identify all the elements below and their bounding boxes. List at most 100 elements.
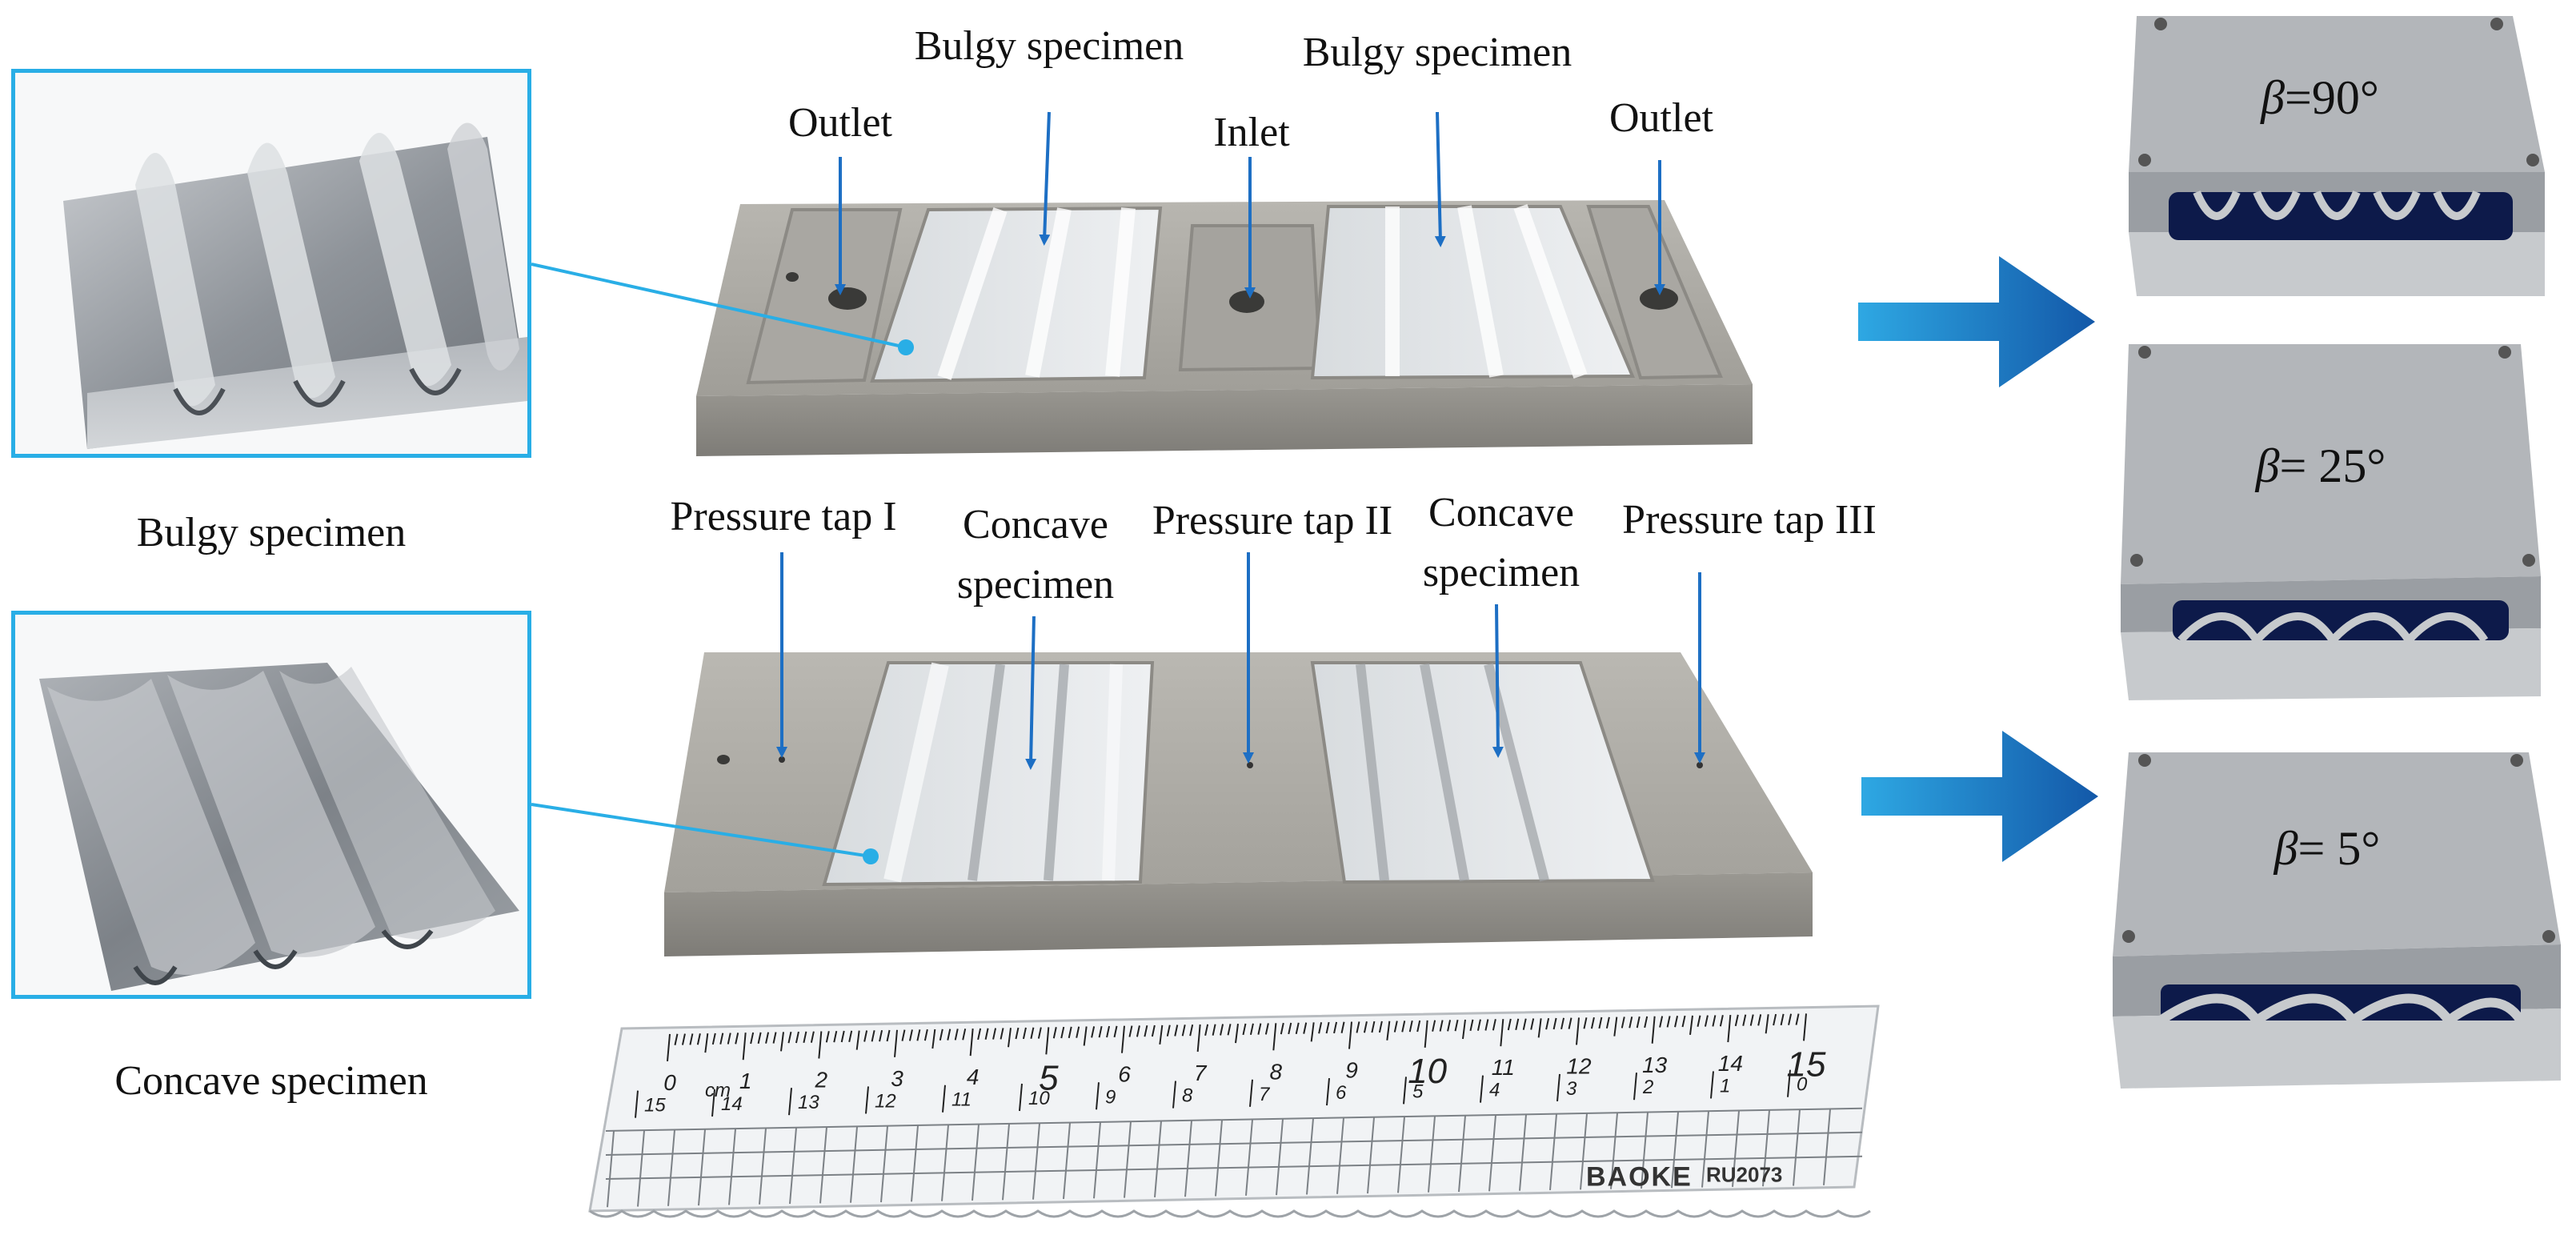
ruler-grid-line [1580,1113,1588,1190]
ruler-number-top: 4 [967,1065,980,1089]
ruler-grid-line [972,1124,980,1201]
ruler-tick-top [757,1032,762,1045]
ruler-grid-line [1367,1117,1375,1194]
ruler-number-bottom: 13 [798,1092,819,1113]
ruler-tick-top [1621,1016,1625,1028]
beta-5-label: β= 5° [2274,824,2381,872]
ruler-number-bottom: 0 [1797,1074,1808,1096]
ruler-tick-top [1356,1021,1360,1033]
ruler-number-bottom: 7 [1259,1084,1271,1105]
ruler-tick-bottom [1172,1081,1176,1109]
ruler-grid-line [1032,1123,1040,1200]
ruler-tick-top [704,1033,709,1053]
ruler-tick-top [1235,1024,1239,1044]
ruler-tick-top [1636,1016,1641,1028]
ruler-number-top: 9 [1345,1058,1358,1083]
ruler-tick-top [1432,1020,1436,1032]
ruler-tick-top [1272,1023,1277,1051]
concave-right-arrow [1492,603,1504,758]
ruler-tick-top [1098,1025,1103,1038]
ruler-grid-line [605,1131,1863,1156]
bulgy-specimen-caption: Bulgy specimen [136,510,407,555]
ruler-tick-top [1212,1024,1216,1036]
ruler-tick-top [1159,1024,1164,1045]
ruler-number-top: 3 [891,1066,903,1091]
ruler-tick-top [1734,1014,1739,1027]
ruler-number-top: 5 [1039,1058,1059,1097]
beta-value: =90° [2285,71,2379,124]
ruler-tick-top [1227,1024,1232,1036]
ruler-grid-line [1488,1115,1496,1192]
ruler-tick-top [840,1030,845,1043]
ruler-number-top: 2 [815,1068,828,1093]
ruler-tick-top [1015,1027,1020,1040]
ruler-number-top: 15 [1787,1045,1826,1084]
bulgy-specimen-photo [63,122,527,449]
ruler-grid-line [1701,1111,1709,1188]
ruler-tick-top [1045,1027,1050,1055]
ruler-grid-line [728,1129,736,1205]
outlet-right-label: Outlet [1609,95,1713,141]
ruler-tick-bottom [1019,1083,1023,1112]
ruler-tick-top [908,1029,913,1041]
ruler-tick-top [879,1029,883,1042]
ruler-tick-top [1325,1021,1330,1034]
ruler-grid-line [819,1127,827,1204]
ruler-tick-top [1121,1025,1125,1053]
ruler-tick-top [931,1028,936,1049]
ruler-tick-top [1128,1025,1133,1037]
ruler-grid-line [911,1125,919,1202]
ruler-grid-line [1063,1122,1071,1200]
ruler-tick-top [1560,1017,1565,1030]
ruler-tick-top [1242,1023,1247,1036]
ruler-tick-top [1401,1020,1406,1033]
ruler-tick-top [1500,1019,1504,1047]
ruler-tick-top [1719,1015,1724,1027]
ruler-tick-bottom [1480,1075,1484,1103]
ruler-grid-line [605,1107,1863,1132]
ruler-tick-bottom [1633,1073,1637,1101]
ruler-number-top: 8 [1270,1059,1283,1084]
ruler-tick-top [1424,1020,1428,1048]
ruler-tick-top [1416,1020,1421,1033]
bulgy-specimen-inset [11,69,531,458]
ruler-tick-top [984,1028,989,1040]
ruler-tick-top [1318,1022,1323,1034]
ruler-tick-top [1204,1024,1209,1037]
ruler-tick-top [1076,1026,1080,1038]
ruler-grid-line [605,1155,1863,1180]
ruler-tick-top [1651,1016,1656,1044]
ruler-tick-bottom [788,1088,792,1116]
ruler-tick-top [818,1031,823,1059]
ruler-tick-top [1780,1013,1785,1026]
ruler-tick-top [1363,1021,1368,1033]
ruler-number-top: 0 [663,1070,676,1095]
ruler-model: RU2073 [1706,1163,1782,1187]
ruler-tick-top [894,1029,898,1057]
ruler-tick-top [1249,1023,1254,1036]
ruler-tick-top [833,1030,838,1043]
ruler-number-bottom: 9 [1105,1086,1116,1108]
bulgy-right-label: Bulgy specimen [1302,30,1572,75]
beta-value: = 25° [2279,439,2386,492]
ruler-number-bottom: 8 [1182,1085,1193,1107]
ruler-tick-top [1113,1025,1118,1038]
ruler-number-bottom: 11 [951,1089,972,1111]
ruler-tick-top [1462,1019,1466,1040]
ruler-tick-bottom [711,1089,715,1117]
pressure-tap-3-label: Pressure tap III [1622,497,1877,543]
concave-right-label-line2: specimen [1422,550,1580,595]
upper-arrow-icon [1858,256,2095,387]
ruler-number-bottom: 1 [1720,1075,1730,1097]
ruler-tick-top [1454,1019,1459,1032]
ruler-grid-line [1641,1112,1649,1189]
assembly-beta-90-photo [2129,16,2545,296]
pressure-tap-1-label: Pressure tap I [670,494,897,539]
ruler-number-top: 7 [1194,1061,1208,1085]
